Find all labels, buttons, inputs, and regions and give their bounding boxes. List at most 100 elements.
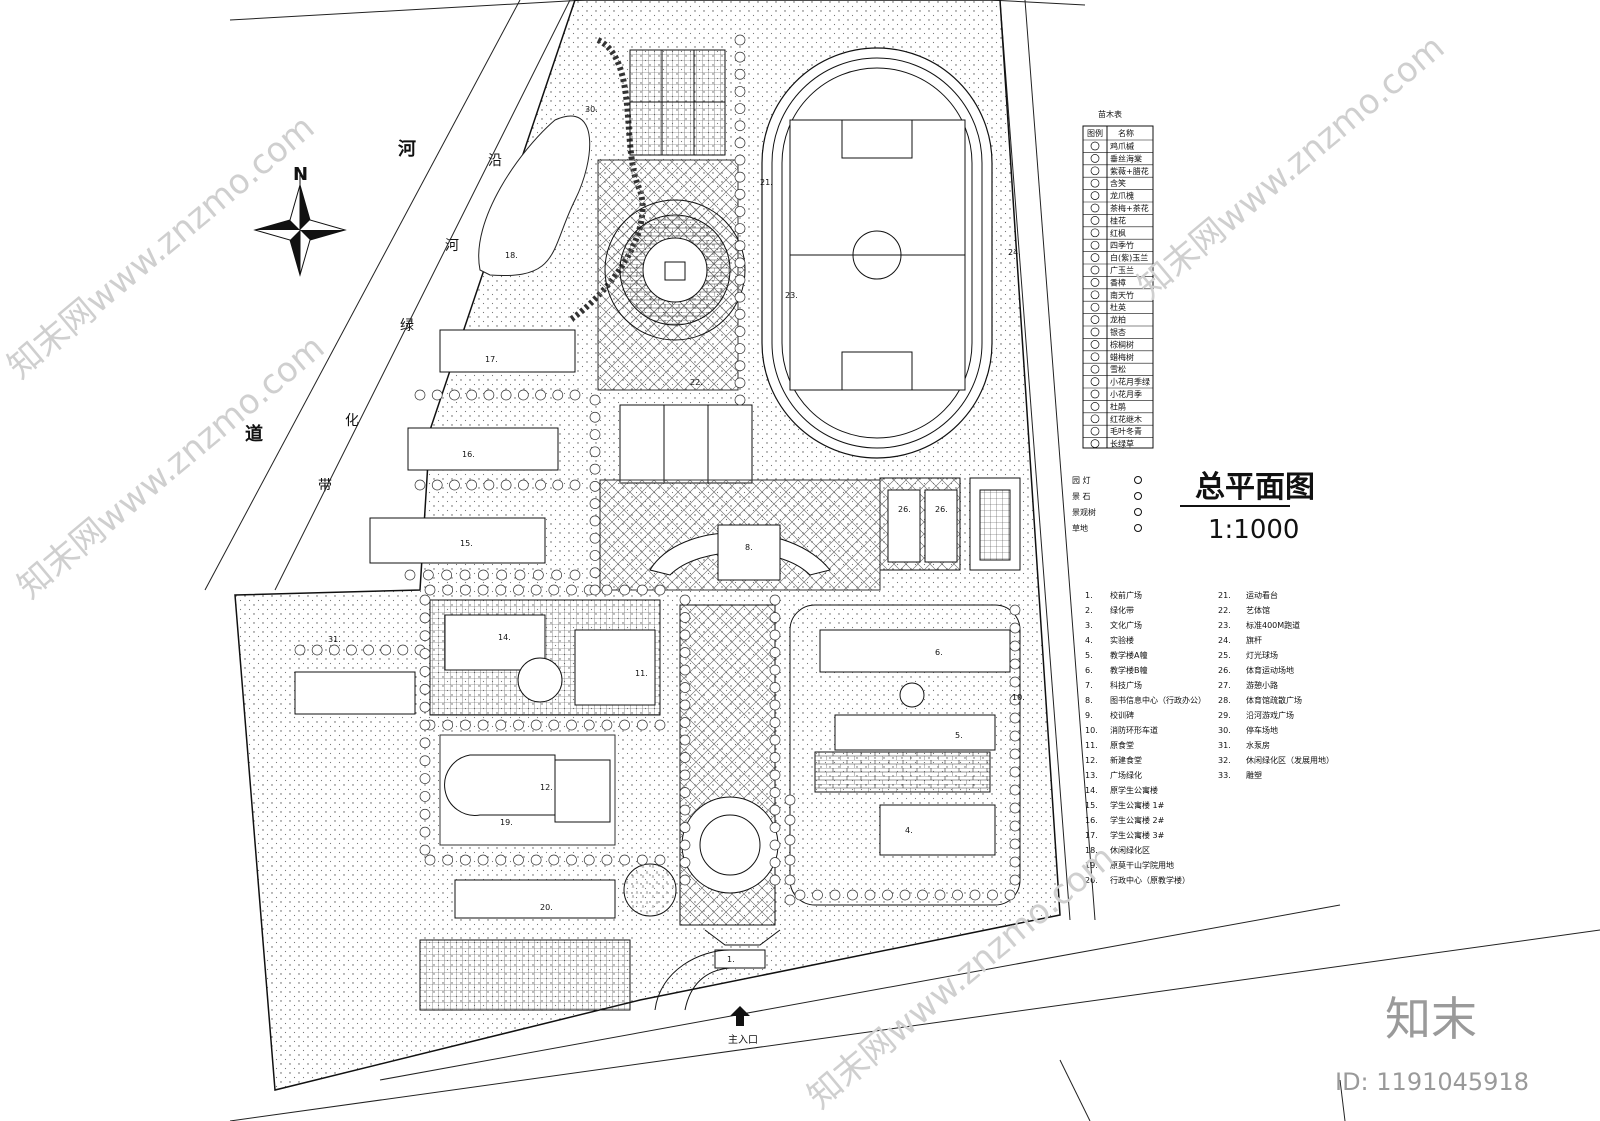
symbol-label: 草地 xyxy=(1072,523,1088,533)
index-number: 30. xyxy=(1218,726,1231,735)
index-item: 原莫干山学院用地 xyxy=(1110,860,1174,870)
plant-table-row: 蜡梅树 xyxy=(1110,352,1134,362)
plant-symbol-icon xyxy=(1090,203,1100,213)
index-item: 文化广场 xyxy=(1110,620,1142,630)
index-number: 10. xyxy=(1085,726,1098,735)
watermark: 知末网www.znzmo.com xyxy=(1130,27,1452,306)
bldg-label: 20. xyxy=(540,903,553,912)
index-number: 11. xyxy=(1085,741,1098,750)
bldg-label: 31. xyxy=(328,635,341,644)
index-item: 沿河游戏广场 xyxy=(1246,710,1294,720)
index-number: 24. xyxy=(1218,636,1231,645)
entrance-label: 主入口 xyxy=(728,1034,758,1046)
plant-symbol-icon xyxy=(1090,315,1100,324)
plant-table-row: 杜鹃 xyxy=(1110,401,1126,411)
plant-table-row: 杜英 xyxy=(1110,302,1126,312)
running-track xyxy=(761,47,993,459)
plant-table-row: 香樟 xyxy=(1110,277,1126,287)
index-number: 3. xyxy=(1085,621,1093,630)
plant-table: 苗木表 图例名称鸡爪槭垂丝海棠紫薇+腊花含笑龙爪槐茶梅+茶花桂花红枫四季竹白(紫… xyxy=(1082,109,1154,449)
index-number: 9. xyxy=(1085,711,1093,720)
index-number: 20. xyxy=(1085,876,1098,885)
bldg-label: 16. xyxy=(462,450,475,459)
index-item: 消防环形车道 xyxy=(1110,725,1158,735)
index-number: 6. xyxy=(1085,666,1093,675)
teaching-buildings xyxy=(789,604,1021,906)
index-number: 28. xyxy=(1218,696,1231,705)
index-number: 18. xyxy=(1085,846,1098,855)
admin-center xyxy=(419,863,677,1011)
index-item: 艺体馆 xyxy=(1246,605,1270,615)
image-id: ID: 1191045918 xyxy=(1335,1068,1529,1096)
outer-roads xyxy=(204,0,1600,1121)
plant-symbol-icon xyxy=(1090,340,1100,349)
index-item: 运动看台 xyxy=(1246,590,1278,600)
index-number: 21. xyxy=(1218,591,1231,600)
plant-symbol-icon xyxy=(1090,402,1100,411)
plant-symbol-icon xyxy=(1090,216,1100,225)
library-building xyxy=(599,479,881,591)
plant-table-row: 红花继木 xyxy=(1110,414,1142,424)
index-number: 2. xyxy=(1085,606,1093,615)
index-number: 26. xyxy=(1218,666,1231,675)
leisure-green-area xyxy=(478,37,646,323)
north-compass: N xyxy=(253,164,347,277)
index-item: 教学楼A幢 xyxy=(1110,650,1147,660)
plant-table-header: 图例 xyxy=(1087,128,1103,138)
plant-table-header: 名称 xyxy=(1118,128,1134,138)
plant-symbol-icon xyxy=(1090,439,1100,448)
bldg-label: 23. xyxy=(785,291,798,300)
plan-scale: 1:1000 xyxy=(1208,515,1299,545)
plant-symbol-icon xyxy=(1090,141,1100,151)
index-list-right: 21.运动看台22.艺体馆23.标准400M跑道24.旗杆25.灯光球场26.体… xyxy=(1218,590,1334,780)
plan-title: 总平面图 xyxy=(1195,470,1315,505)
plant-symbol-icon xyxy=(1090,377,1100,386)
symbol-icon xyxy=(1134,476,1142,484)
index-item: 停车场地 xyxy=(1246,725,1278,735)
plant-table-row: 龙柏 xyxy=(1110,315,1126,325)
plant-table-row: 棕榈树 xyxy=(1110,339,1134,349)
watermark: 知末网www.znzmo.com xyxy=(10,327,332,606)
index-number: 22. xyxy=(1218,606,1231,615)
bldg-label: 24. xyxy=(1008,248,1021,257)
symbol-label: 景 石 xyxy=(1072,492,1091,501)
index-item: 绿化带 xyxy=(1110,605,1134,615)
index-item: 实验楼 xyxy=(1110,635,1134,645)
plant-symbol-icon xyxy=(1090,240,1100,250)
plant-symbol-icon xyxy=(1090,228,1100,238)
index-number: 1. xyxy=(1085,591,1093,600)
bldg-label: 6. xyxy=(935,648,943,657)
plant-table-row: 茶梅+茶花 xyxy=(1110,203,1149,213)
plant-table-row: 白(紫)玉兰 xyxy=(1110,253,1148,263)
index-number: 13. xyxy=(1085,771,1098,780)
plant-symbol-icon xyxy=(1090,352,1100,362)
index-item: 学生公寓楼 1# xyxy=(1110,800,1165,810)
index-item: 图书信息中心（行政办公） xyxy=(1110,695,1206,705)
index-number: 12. xyxy=(1085,756,1098,765)
index-number: 23. xyxy=(1218,621,1231,630)
plant-table-row: 长绿草 xyxy=(1110,439,1134,449)
plant-symbol-icon xyxy=(1090,414,1100,424)
tennis-courts xyxy=(629,49,726,156)
index-item: 校前广场 xyxy=(1110,590,1142,600)
index-number: 4. xyxy=(1085,636,1093,645)
symbol-icon xyxy=(1134,524,1142,532)
index-number: 25. xyxy=(1218,651,1231,660)
plant-table-row: 雪松 xyxy=(1110,364,1126,374)
index-number: 14. xyxy=(1085,786,1098,795)
basketball-courts xyxy=(619,404,1021,571)
index-list-left: 1.校前广场2.绿化带3.文化广场4.实验楼5.教学楼A幢6.教学楼B幢7.科技… xyxy=(1085,590,1206,885)
index-number: 17. xyxy=(1085,831,1098,840)
plant-symbol-icon xyxy=(1090,290,1100,300)
bldg-label: 21. xyxy=(760,178,773,187)
symbol-label: 园 灯 xyxy=(1072,475,1091,485)
bldg-label: 15. xyxy=(460,539,473,548)
plant-table-row: 桂花 xyxy=(1110,215,1126,225)
greenbelt-label-4: 化 xyxy=(345,413,359,429)
bldg-label: 8. xyxy=(745,543,753,552)
index-item: 旗杆 xyxy=(1246,635,1262,645)
index-number: 16. xyxy=(1085,816,1098,825)
bldg-label: 19. xyxy=(500,818,513,827)
plant-table-title: 苗木表 xyxy=(1098,109,1122,119)
bldg-label: 14. xyxy=(498,633,511,642)
